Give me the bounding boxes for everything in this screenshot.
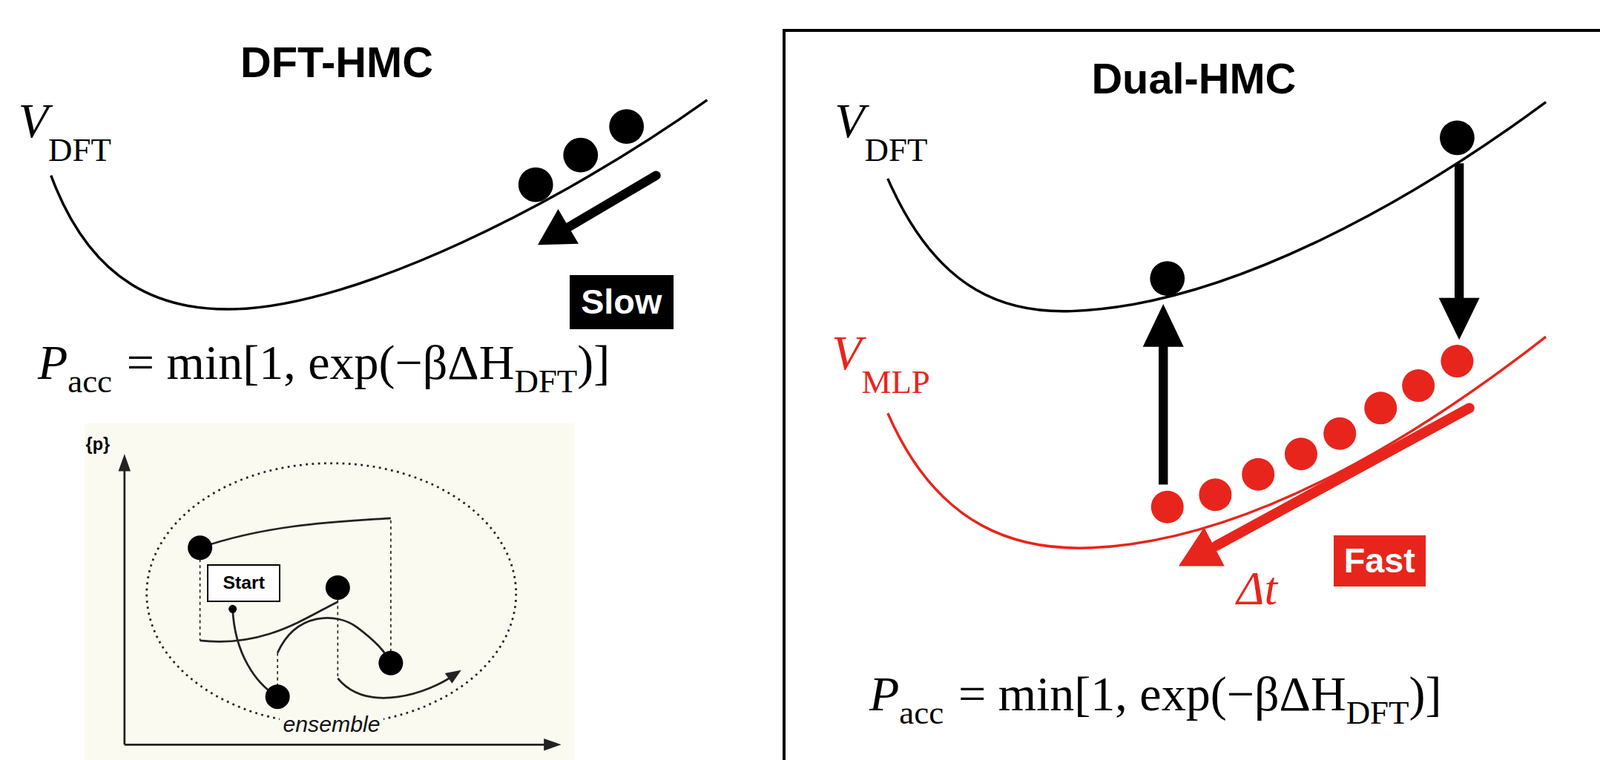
text-part: acc bbox=[899, 694, 944, 732]
text-part: )] bbox=[1408, 666, 1442, 722]
text-part: acc bbox=[67, 362, 113, 400]
panel-heading: Dual-HMC bbox=[1091, 57, 1296, 101]
text-part: V bbox=[831, 325, 862, 380]
acceptance-formula: Pacc = min[1, exp(−βΔHDFT)] bbox=[37, 338, 610, 399]
text-part: DFT bbox=[1346, 694, 1410, 732]
fast-arrow bbox=[1216, 407, 1470, 546]
text-part: DFT-HMC bbox=[240, 38, 434, 87]
state-dot bbox=[1149, 261, 1185, 296]
arrow-head bbox=[537, 209, 579, 245]
state-dot bbox=[563, 137, 598, 173]
curve-label: VDFT bbox=[834, 96, 928, 167]
text-part: = min[1, exp(−βΔH bbox=[958, 666, 1347, 722]
text-part: P bbox=[37, 335, 68, 390]
guide-line bbox=[200, 520, 391, 687]
axis-head bbox=[118, 453, 132, 472]
state-dot bbox=[325, 575, 351, 601]
mlp-curve bbox=[887, 336, 1546, 549]
state-dot bbox=[378, 651, 403, 676]
text-part: V bbox=[18, 93, 49, 148]
state-dot bbox=[187, 535, 213, 561]
state-dot bbox=[608, 109, 644, 144]
ensemble-label: ensemble bbox=[279, 713, 383, 736]
text-part: P bbox=[869, 666, 900, 722]
axis-head bbox=[543, 738, 561, 752]
timestep-label: Δt bbox=[1236, 565, 1278, 613]
text-part: MLP bbox=[861, 363, 930, 401]
start-box: Start bbox=[206, 564, 281, 603]
arrow-head bbox=[1143, 304, 1184, 348]
text-part: {p} bbox=[86, 434, 110, 454]
start-dot bbox=[228, 605, 237, 614]
arrow-head bbox=[1439, 298, 1480, 340]
axis bbox=[123, 467, 126, 745]
state-dot bbox=[265, 684, 291, 710]
arrow-head bbox=[445, 670, 462, 684]
speed-tag: Slow bbox=[569, 275, 674, 330]
switch-arrow bbox=[1454, 163, 1464, 302]
tag-text: Fast bbox=[1344, 543, 1416, 579]
state-dot bbox=[1439, 120, 1475, 156]
dual-hmc-panel: Dual-HMC Fast bbox=[782, 28, 1600, 760]
acceptance-formula: Pacc = min[1, exp(−βΔHDFT)] bbox=[869, 669, 1442, 730]
tag-text: Slow bbox=[580, 284, 662, 320]
text-part: DFT bbox=[514, 362, 578, 400]
curve-label: VDFT bbox=[18, 96, 112, 167]
panel-heading: DFT-HMC bbox=[240, 41, 434, 85]
text-part: )] bbox=[577, 335, 610, 390]
text-part: V bbox=[834, 93, 865, 148]
text-part: = min[1, exp(−βΔH bbox=[126, 335, 515, 390]
accept-arrow bbox=[1158, 341, 1168, 486]
tag-text: Start bbox=[223, 574, 265, 593]
trajectory bbox=[200, 518, 456, 699]
text-part: Δt bbox=[1236, 563, 1278, 615]
ensemble-ellipse: ensembleStart bbox=[144, 461, 518, 727]
speed-tag: Fast bbox=[1333, 535, 1426, 587]
inset-ground bbox=[84, 423, 575, 760]
state-dot bbox=[518, 167, 554, 203]
text-part: DFT bbox=[48, 132, 112, 170]
slow-arrow bbox=[564, 175, 657, 230]
ellipse-outline bbox=[144, 461, 518, 727]
axis bbox=[124, 743, 549, 747]
text-part: DFT bbox=[864, 132, 928, 170]
axis-label: {p} bbox=[86, 436, 110, 454]
arrow-head bbox=[1178, 527, 1225, 566]
curve-label: VMLP bbox=[831, 328, 931, 400]
dft-curve bbox=[887, 102, 1546, 312]
